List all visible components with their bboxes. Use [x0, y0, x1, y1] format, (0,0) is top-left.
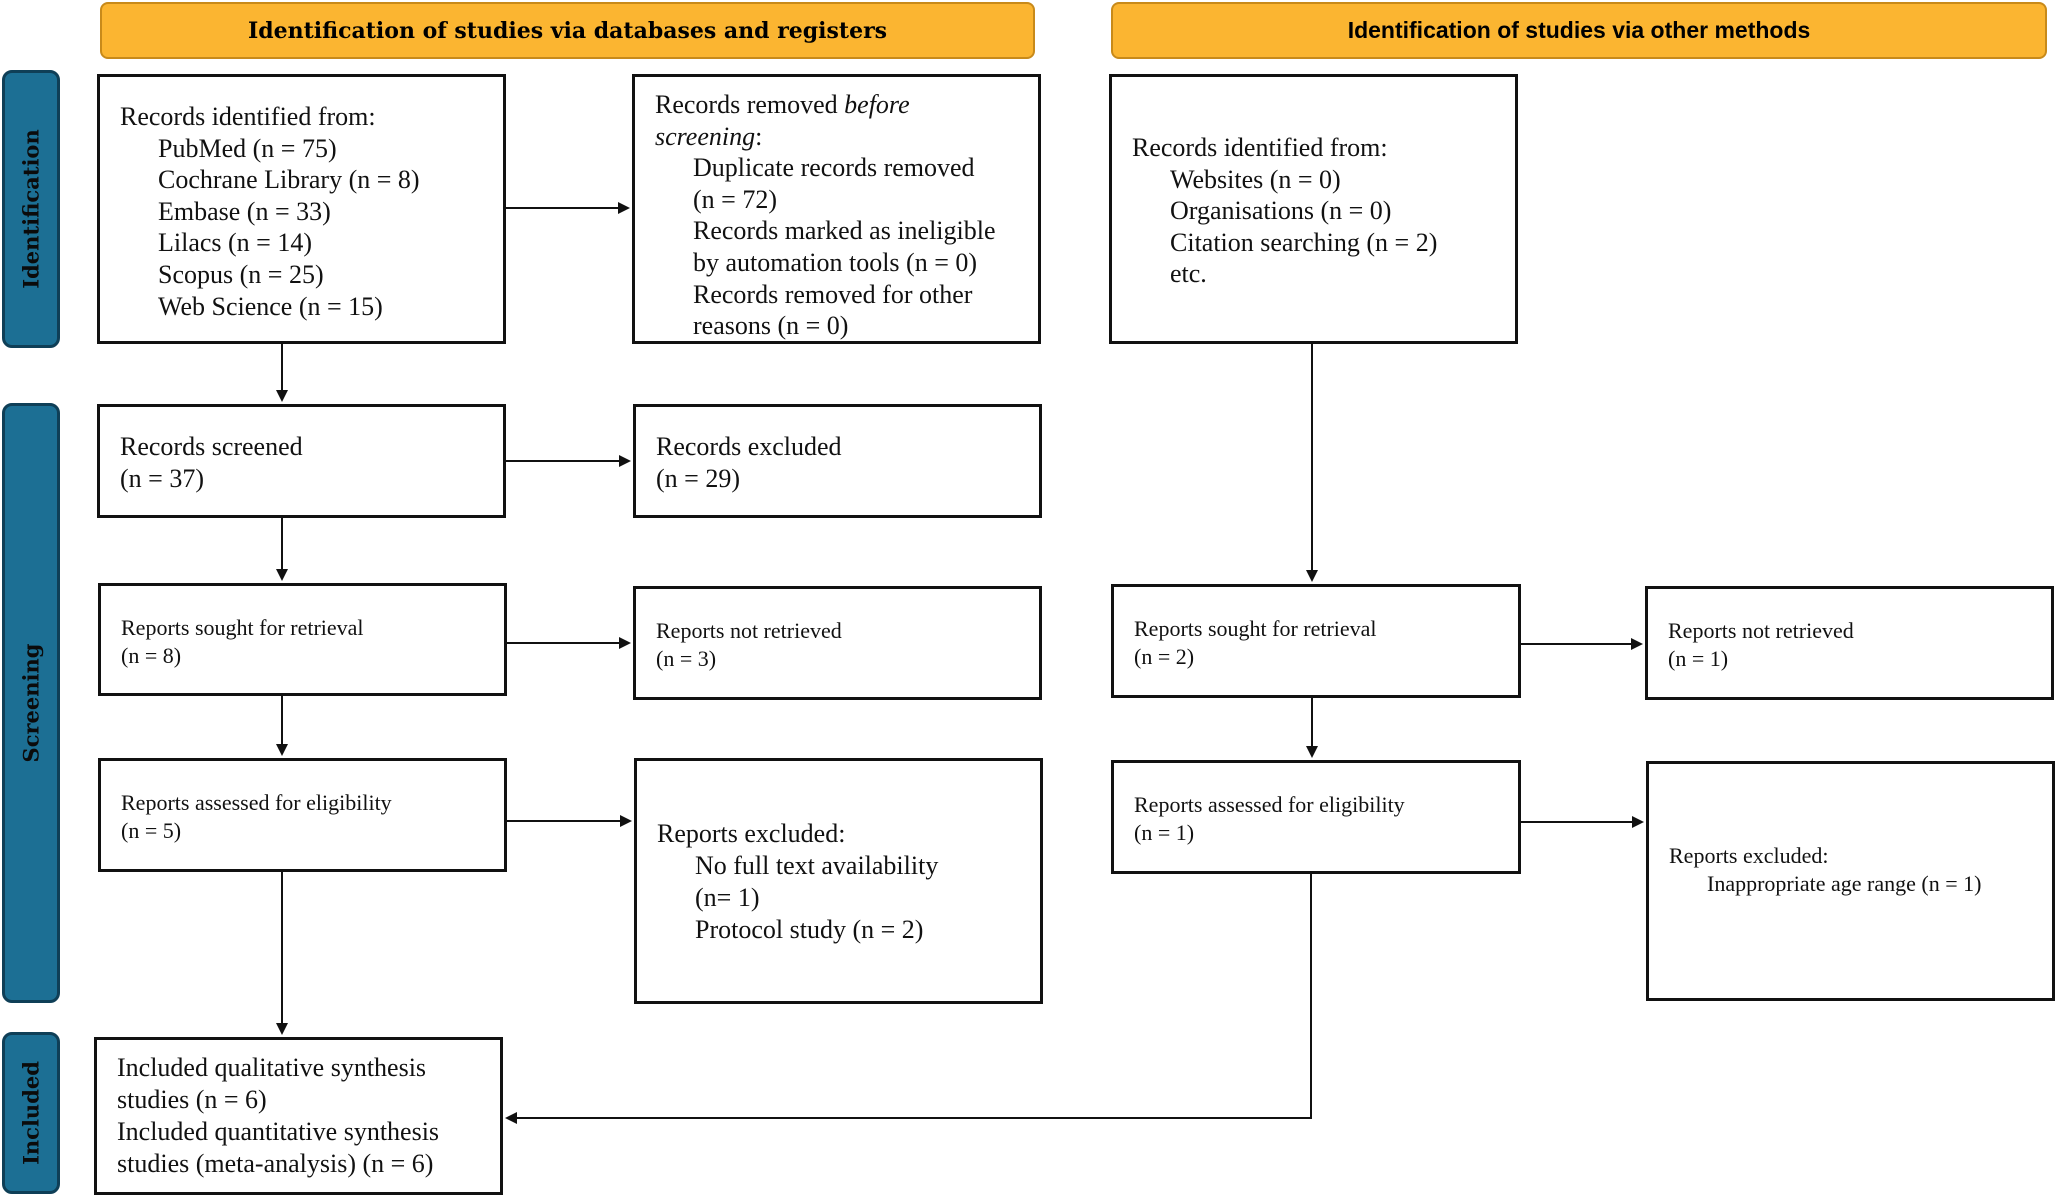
source-citation-searching: Citation searching (n = 2) — [1170, 227, 1438, 257]
records-removed-title-line2: screening: — [655, 121, 763, 151]
header-databases-label: Identification of studies via databases … — [247, 17, 888, 44]
included-qualitative: Included qualitative synthesis — [117, 1053, 427, 1082]
removed-item-other-n: reasons (n = 0) — [693, 311, 849, 341]
removed-item-other: Records removed for other — [693, 279, 973, 309]
other-reports-sought-label: Reports sought for retrieval — [1134, 616, 1377, 641]
phase-screening: Screening — [2, 403, 60, 1003]
included-quantitative-n: studies (meta-analysis) (n = 6) — [117, 1149, 434, 1178]
other-reports-assessed-label: Reports assessed for eligibility — [1134, 792, 1405, 817]
included-qualitative-n: studies (n = 6) — [117, 1085, 267, 1114]
other-reports-sought-count: (n = 2) — [1134, 644, 1195, 669]
box-records-excluded: Records excluded (n = 29) — [633, 404, 1042, 518]
source-lilacs: Lilacs (n = 14) — [158, 228, 313, 258]
reports-excluded-title: Reports excluded: — [657, 819, 846, 848]
excluded-protocol-study: Protocol study (n = 2) — [695, 915, 924, 944]
reports-assessed-label: Reports assessed for eligibility — [121, 790, 392, 815]
source-websites: Websites (n = 0) — [1170, 164, 1341, 194]
box-reports-not-retrieved-other: Reports not retrieved (n = 1) — [1645, 586, 2054, 700]
other-reports-excluded-title: Reports excluded: — [1669, 843, 1829, 868]
source-etc: etc. — [1170, 259, 1207, 289]
reports-sought-label: Reports sought for retrieval — [121, 615, 364, 640]
arrow-other-assessed-to-included — [505, 874, 1312, 1124]
box-reports-sought-other: Reports sought for retrieval (n = 2) — [1111, 584, 1521, 698]
included-quantitative: Included quantitative synthesis — [117, 1117, 440, 1146]
box-reports-assessed-databases: Reports assessed for eligibility (n = 5) — [98, 758, 507, 872]
other-identified-title: Records identified from: — [1132, 133, 1388, 162]
header-other-label: Identification of studies via other meth… — [1347, 17, 1811, 43]
box-reports-sought-databases: Reports sought for retrieval (n = 8) — [98, 583, 507, 696]
phase-included: Included — [2, 1032, 60, 1194]
excluded-no-full-text: No full text availability — [695, 851, 939, 880]
other-reports-assessed-count: (n = 1) — [1134, 820, 1195, 845]
excluded-age-range: Inappropriate age range (n = 1) — [1707, 871, 1982, 896]
source-pubmed: PubMed (n = 75) — [158, 133, 337, 163]
header-databases: Identification of studies via databases … — [100, 2, 1035, 59]
reports-not-retrieved-label: Reports not retrieved — [656, 618, 842, 643]
header-other-methods: Identification of studies via other meth… — [1111, 2, 2047, 59]
box-reports-assessed-other: Reports assessed for eligibility (n = 1) — [1111, 760, 1521, 874]
source-scopus: Scopus (n = 25) — [158, 259, 324, 289]
other-reports-not-retrieved-label: Reports not retrieved — [1668, 618, 1854, 643]
removed-item-automation: by automation tools (n = 0) — [693, 247, 978, 277]
records-excluded-label: Records excluded — [656, 432, 842, 461]
records-removed-title-line1: Records removed before — [655, 90, 910, 119]
reports-assessed-count: (n = 5) — [121, 818, 182, 843]
source-cochrane: Cochrane Library (n = 8) — [158, 165, 420, 195]
records-excluded-count: (n = 29) — [656, 464, 740, 493]
box-records-screened: Records screened (n = 37) — [97, 404, 506, 518]
box-included-studies: Included qualitative synthesis studies (… — [94, 1037, 503, 1195]
source-organisations: Organisations (n = 0) — [1170, 196, 1392, 226]
box-records-removed: Records removed before screening: Duplic… — [632, 74, 1041, 344]
records-screened-label: Records screened — [120, 432, 303, 461]
removed-item-duplicate-n: (n = 72) — [693, 184, 777, 214]
phase-identification: Identification — [2, 70, 60, 348]
box-records-identified-databases: Records identified from: PubMed (n = 75)… — [97, 74, 506, 344]
box-reports-not-retrieved-databases: Reports not retrieved (n = 3) — [633, 586, 1042, 700]
box-reports-excluded-databases: Reports excluded: No full text availabil… — [634, 758, 1043, 1004]
removed-item-duplicate: Duplicate records removed — [693, 153, 975, 183]
reports-not-retrieved-count: (n = 3) — [656, 646, 717, 671]
box-records-identified-other: Records identified from: Websites (n = 0… — [1109, 74, 1518, 344]
box-reports-excluded-other: Reports excluded: Inappropriate age rang… — [1646, 761, 2055, 1001]
excluded-no-full-text-n: (n= 1) — [695, 883, 760, 912]
other-reports-not-retrieved-count: (n = 1) — [1668, 646, 1729, 671]
removed-item-ineligible: Records marked as ineligible — [693, 216, 996, 246]
source-web-science: Web Science (n = 15) — [158, 291, 383, 321]
source-embase: Embase (n = 33) — [158, 196, 331, 226]
records-identified-title: Records identified from: — [120, 102, 376, 131]
records-screened-count: (n = 37) — [120, 464, 204, 493]
reports-sought-count: (n = 8) — [121, 643, 182, 668]
